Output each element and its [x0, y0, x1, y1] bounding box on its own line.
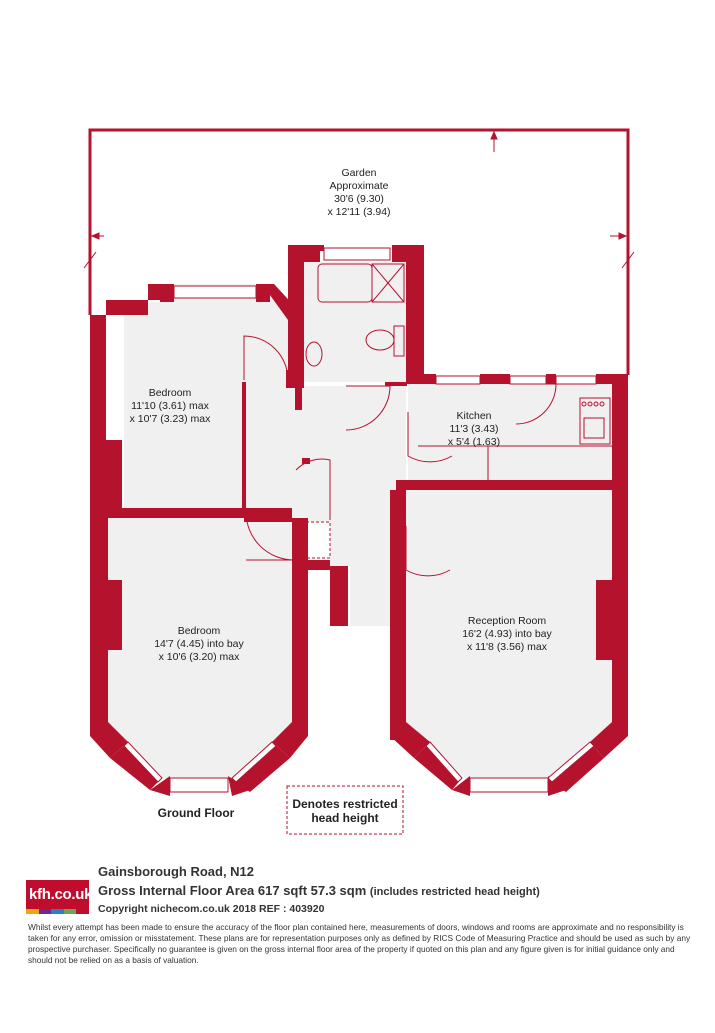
- kfh-logo: kfh.co.uk: [26, 880, 93, 914]
- logo-bar: [26, 909, 39, 914]
- walls: [90, 245, 628, 796]
- bathroom-fittings: [305, 263, 405, 367]
- garden-width: x 12'11 (3.94): [327, 206, 390, 218]
- legend-box: [286, 785, 404, 835]
- kitchen-label: Kitchen 11'3 (3.43) x 5'4 (1.63): [448, 410, 500, 448]
- kitchen-fittings: [418, 397, 612, 480]
- door-swings: [243, 335, 557, 577]
- disclaimer: Whilst every attempt has been made to en…: [28, 922, 691, 965]
- bedroom-bottom-label: Bedroom 14'7 (4.45) into bay x 10'6 (3.2…: [154, 625, 244, 663]
- kitchen-length: 11'3 (3.43): [449, 423, 498, 435]
- garden-outline: [88, 128, 630, 375]
- bedroom-top-name: Bedroom: [149, 387, 192, 399]
- logo-color-bars: [26, 909, 89, 914]
- reception-room-name: Reception Room: [468, 615, 546, 627]
- bedroom-bottom-length: 14'7 (4.45) into bay: [154, 638, 244, 650]
- bedroom-top-width: x 10'7 (3.23) max: [130, 413, 212, 425]
- windows: [123, 247, 597, 793]
- legend-line-2: head height: [311, 811, 378, 825]
- legend-line-1: Denotes restricted: [292, 797, 397, 811]
- garden-length: 30'6 (9.30): [334, 193, 384, 205]
- reception-room-width: x 11'8 (3.56) max: [467, 641, 548, 653]
- logo-bar: [63, 909, 77, 914]
- garden-dimension-arrows: [83, 130, 635, 269]
- reception-room-length: 16'2 (4.93) into bay: [462, 628, 552, 640]
- bedroom-top-length: 11'10 (3.61) max: [131, 400, 209, 412]
- property-address: Gainsborough Road, N12: [98, 864, 255, 879]
- garden-note: Approximate: [330, 180, 389, 192]
- garden-label: Garden Approximate 30'6 (9.30) x 12'11 (…: [327, 167, 390, 218]
- logo-bar: [51, 909, 64, 914]
- logo-text: kfh.co.uk: [29, 886, 93, 903]
- area-value: Gross Internal Floor Area 617 sqft 57.3 …: [98, 883, 367, 898]
- logo-bar: [76, 909, 89, 914]
- floor-label: Ground Floor: [158, 806, 235, 820]
- bedroom-bottom-name: Bedroom: [178, 625, 221, 637]
- kitchen-width: x 5'4 (1.63): [448, 436, 500, 448]
- logo-bar: [38, 909, 52, 914]
- reception-room-label: Reception Room 16'2 (4.93) into bay x 11…: [462, 615, 552, 653]
- copyright: Copyright nichecom.co.uk 2018 REF : 4039…: [98, 903, 325, 915]
- restricted-head-height-area: [295, 521, 331, 559]
- kitchen-name: Kitchen: [456, 410, 491, 422]
- area-note: (includes restricted head height): [369, 886, 540, 898]
- bedroom-bottom-width: x 10'6 (3.20) max: [159, 651, 241, 663]
- garden-name: Garden: [341, 167, 376, 179]
- gross-floor-area: Gross Internal Floor Area 617 sqft 57.3 …: [98, 883, 540, 898]
- bedroom-top-label: Bedroom 11'10 (3.61) max x 10'7 (3.23) m…: [130, 387, 212, 425]
- floor-fills: [106, 262, 612, 780]
